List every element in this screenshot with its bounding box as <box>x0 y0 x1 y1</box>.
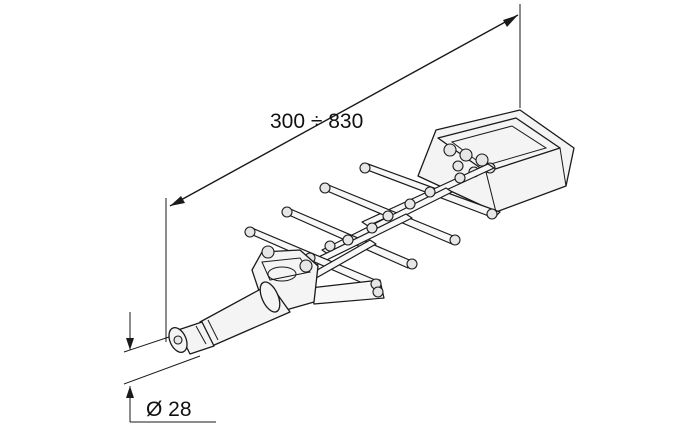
pivot-bolt <box>449 234 461 246</box>
head-bolt <box>299 259 313 273</box>
pivot-bolt <box>342 234 354 246</box>
scissor-arm <box>244 162 501 305</box>
pivot-bolt <box>366 222 378 234</box>
head-bolt <box>261 245 275 259</box>
head-plate-hole <box>267 266 297 282</box>
tube-ring <box>195 325 207 345</box>
pivot-bolt <box>406 258 418 270</box>
length-label: 300 ÷ 830 <box>270 110 363 133</box>
pivot-bolt <box>454 172 466 184</box>
pivot-bolt <box>324 240 336 252</box>
length-dimension-line <box>169 14 519 207</box>
pivot-bolt <box>281 206 293 218</box>
pivot-bolt <box>319 182 331 194</box>
bracket-edge <box>485 171 497 213</box>
head-plate-recess <box>261 257 311 281</box>
length-dimension: 300 ÷ 830 <box>165 4 521 342</box>
pivot-bolt <box>382 210 394 222</box>
pivot-bolt <box>359 162 371 174</box>
bracket-bolt <box>443 143 457 157</box>
diameter-extension-lower <box>123 355 201 385</box>
bracket-bolt <box>452 160 464 172</box>
bracket-bolt <box>475 153 489 167</box>
diameter-arrow-lower <box>126 386 134 398</box>
pivot-bolt <box>404 198 416 210</box>
diameter-label: Ø 28 <box>146 398 192 421</box>
bracket-edge-right <box>559 147 567 187</box>
arrowhead-right <box>503 15 518 27</box>
diameter-dimension: Ø 28 <box>123 312 216 423</box>
pivot-bolt <box>486 208 498 220</box>
pivot-bolt <box>372 286 384 298</box>
bracket-bolt <box>459 148 473 162</box>
tube-collar <box>259 281 281 313</box>
pivot-bolt <box>424 186 436 198</box>
bracket-slot <box>450 125 548 167</box>
diameter-arrow-upper <box>126 338 134 350</box>
tube-shaft <box>168 281 291 355</box>
arrowhead-left <box>170 196 185 206</box>
tube-ring <box>207 319 219 341</box>
pivot-bolt <box>244 226 256 238</box>
tube-end-bolt <box>173 335 183 345</box>
